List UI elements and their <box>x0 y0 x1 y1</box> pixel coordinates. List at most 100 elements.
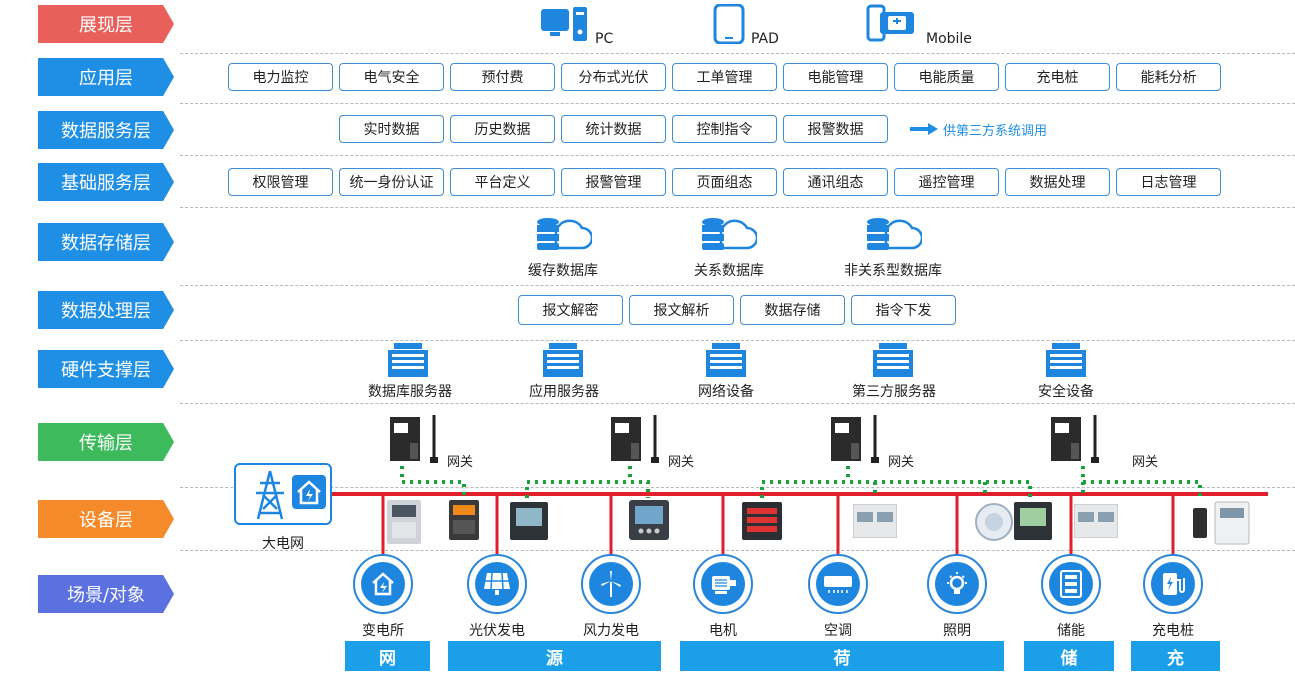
data-service-item[interactable]: 报警数据 <box>783 115 888 143</box>
data-service-item[interactable]: 统计数据 <box>561 115 666 143</box>
layer-label-hardware: 硬件支撑层 <box>38 350 174 388</box>
scene-circle-ac[interactable] <box>808 554 868 614</box>
air-conditioner-icon <box>824 576 852 593</box>
battery-cabinet-icon <box>1060 570 1082 598</box>
third-party-label: 供第三方系统调用 <box>943 124 1048 139</box>
hardware-label: 第三方服务器 <box>852 384 936 400</box>
processing-item[interactable]: 报文解析 <box>629 295 734 325</box>
pc-icon <box>541 7 587 41</box>
basic-service-item[interactable]: 平台定义 <box>450 168 555 196</box>
layer-label-basic-service: 基础服务层 <box>38 163 174 201</box>
scene-label: 照明 <box>943 623 971 639</box>
basic-service-item[interactable]: 日志管理 <box>1116 168 1221 196</box>
app-item[interactable]: 电气安全 <box>339 63 444 91</box>
mobile-label: Mobile <box>926 31 972 47</box>
layer-label-application: 应用层 <box>38 58 174 96</box>
layer-label-processing: 数据处理层 <box>38 291 174 329</box>
app-item[interactable]: 电能质量 <box>894 63 999 91</box>
category-bar-charge: 充 <box>1131 641 1220 671</box>
processing-item[interactable]: 指令下发 <box>851 295 956 325</box>
app-item[interactable]: 电力监控 <box>228 63 333 91</box>
data-service-item[interactable]: 历史数据 <box>450 115 555 143</box>
scene-circle-wind[interactable] <box>581 554 641 614</box>
data-service-item[interactable]: 控制指令 <box>672 115 777 143</box>
scene-circle-solar[interactable] <box>467 554 527 614</box>
layer-label-data-service: 数据服务层 <box>38 111 174 149</box>
scene-label: 储能 <box>1057 623 1085 639</box>
layer-label-storage: 数据存储层 <box>38 223 174 261</box>
hardware-label: 安全设备 <box>1038 384 1094 400</box>
substation-icon <box>372 572 394 596</box>
basic-service-item[interactable]: 权限管理 <box>228 168 333 196</box>
grid-label: 大电网 <box>262 536 304 552</box>
separator <box>180 550 1295 551</box>
gateway-icon <box>1051 415 1099 463</box>
category-bar-load: 荷 <box>680 641 1004 671</box>
layer-label-presentation: 展现层 <box>38 5 174 43</box>
scene-label: 空调 <box>824 623 852 639</box>
separator <box>180 155 1295 156</box>
layer-label-transport: 传输层 <box>38 423 174 461</box>
scene-label: 充电桩 <box>1152 623 1194 639</box>
basic-service-item[interactable]: 页面组态 <box>672 168 777 196</box>
wind-turbine-icon <box>601 571 621 597</box>
pad-label: PAD <box>751 31 779 47</box>
scene-label: 变电所 <box>362 623 404 639</box>
gateway-label: 网关 <box>668 455 695 470</box>
charging-pile-icon <box>1163 573 1185 595</box>
meter-device-icon <box>1193 501 1250 545</box>
processing-item[interactable]: 报文解密 <box>518 295 623 325</box>
meter-device-icon <box>510 502 548 540</box>
storage-label: 关系数据库 <box>694 263 764 279</box>
app-item[interactable]: 电能管理 <box>783 63 888 91</box>
meter-device-icon <box>853 504 897 538</box>
scene-circle-lighting[interactable] <box>927 554 987 614</box>
server-icon <box>388 343 428 377</box>
app-item[interactable]: 预付费 <box>450 63 555 91</box>
light-bulb-icon <box>947 572 967 594</box>
scene-circle-storage[interactable] <box>1041 554 1101 614</box>
app-item[interactable]: 分布式光伏 <box>561 63 666 91</box>
meter-device-icon <box>629 500 669 540</box>
meter-device-icon <box>387 500 421 544</box>
arrow-right-icon <box>910 123 938 135</box>
processing-item[interactable]: 数据存储 <box>740 295 845 325</box>
meter-device-icon <box>1074 504 1118 538</box>
app-item[interactable]: 工单管理 <box>672 63 777 91</box>
server-icon <box>1046 343 1086 377</box>
server-icon <box>543 343 583 377</box>
separator <box>180 53 1295 54</box>
meter-device-icon <box>742 502 782 540</box>
category-bar-grid: 网 <box>345 641 430 671</box>
layer-label-device: 设备层 <box>38 500 174 538</box>
app-item[interactable]: 充电桩 <box>1005 63 1110 91</box>
database-cloud-icon <box>537 218 592 250</box>
pad-icon <box>713 4 745 44</box>
basic-service-item[interactable]: 报警管理 <box>561 168 666 196</box>
data-service-item[interactable]: 实时数据 <box>339 115 444 143</box>
separator <box>180 403 1295 404</box>
basic-service-item[interactable]: 遥控管理 <box>894 168 999 196</box>
basic-service-item[interactable]: 通讯组态 <box>783 168 888 196</box>
gateway-label: 网关 <box>447 455 474 470</box>
separator <box>180 487 1295 488</box>
scene-circle-substation[interactable] <box>353 554 413 614</box>
basic-service-item[interactable]: 数据处理 <box>1005 168 1110 196</box>
meter-device-icon <box>449 500 479 540</box>
meter-device-icon <box>1014 502 1052 540</box>
app-item[interactable]: 能耗分析 <box>1116 63 1221 91</box>
category-bar-storage: 储 <box>1024 641 1114 671</box>
scene-circle-charger[interactable] <box>1143 554 1203 614</box>
transmission-tower-icon <box>256 470 284 520</box>
solar-panel-icon <box>484 572 510 595</box>
scene-label: 电机 <box>709 623 737 639</box>
layer-label-scene: 场景/对象 <box>38 575 174 613</box>
scene-circle-motor[interactable] <box>693 554 753 614</box>
scene-label: 风力发电 <box>583 623 639 639</box>
gateway-icon <box>611 415 659 463</box>
power-grid-box <box>234 463 332 525</box>
basic-service-item[interactable]: 统一身份认证 <box>339 168 444 196</box>
hardware-label: 数据库服务器 <box>368 384 452 400</box>
gateway-label: 网关 <box>1132 455 1159 470</box>
